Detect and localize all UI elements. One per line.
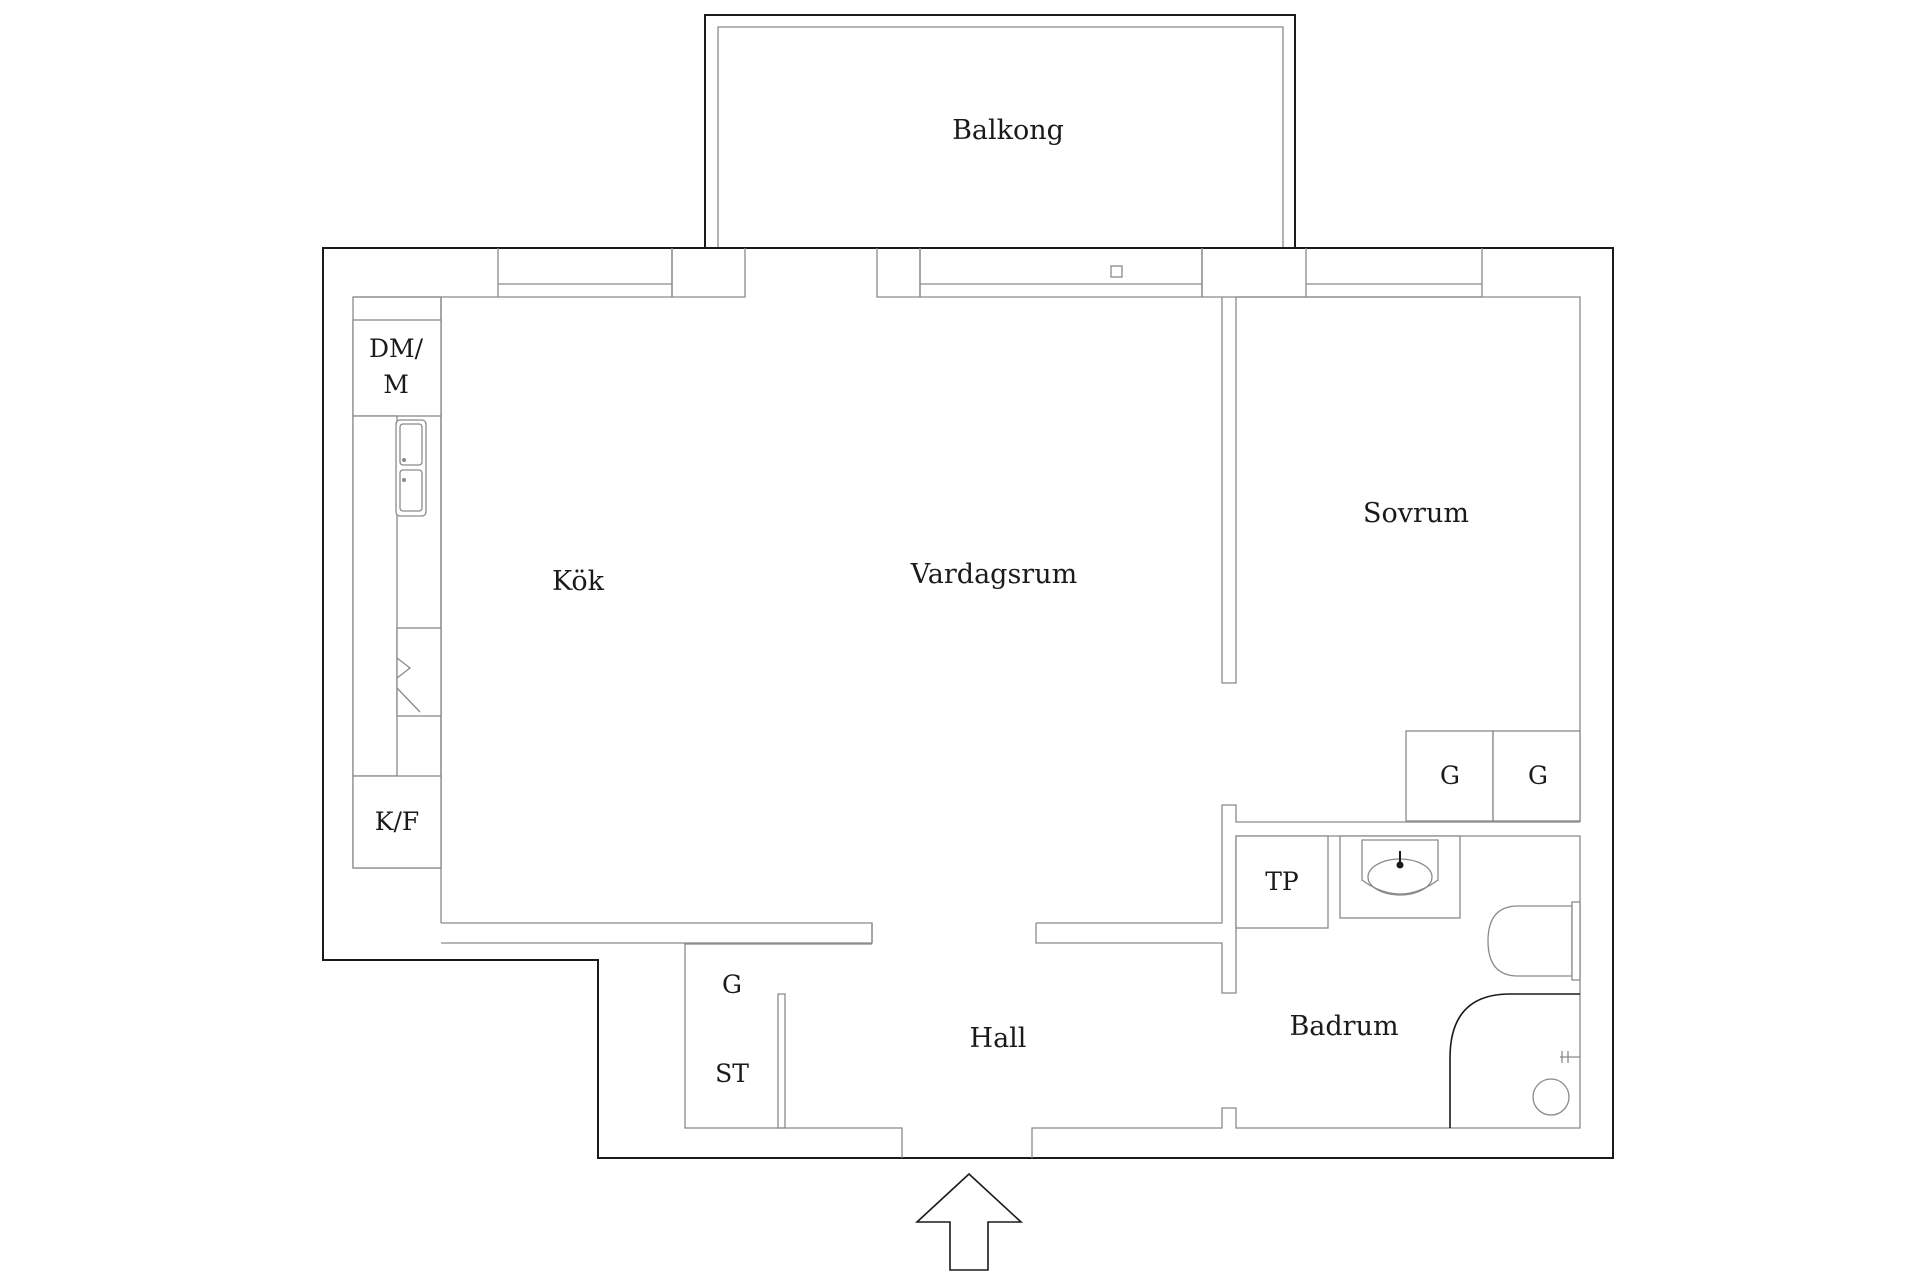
fixture-label-wardrobe-1: G xyxy=(1440,761,1460,790)
outer-wall xyxy=(322,247,1614,1159)
shower-icon xyxy=(1449,993,1580,1128)
room-label-balkong: Balkong xyxy=(952,115,1064,146)
windows xyxy=(497,248,1483,298)
room-label-hall: Hall xyxy=(970,1023,1027,1054)
bathroom-area xyxy=(1235,835,1461,929)
kitchen-area xyxy=(352,296,873,944)
interior-walls xyxy=(684,296,1581,1158)
balcony xyxy=(704,14,1296,248)
fixture-label-dm: DM/ xyxy=(369,334,424,363)
fixture-label-kf: K/F xyxy=(375,807,419,836)
entrance-arrow-icon xyxy=(914,1172,1024,1271)
bedroom-wardrobes xyxy=(1405,730,1581,822)
fixture-label-m: M xyxy=(383,370,409,399)
stove-icon xyxy=(396,627,442,717)
fixture-label-wardrobe-2: G xyxy=(1528,761,1548,790)
wash-basin-icon xyxy=(1361,839,1439,896)
room-label-sovrum: Sovrum xyxy=(1363,498,1469,529)
room-label-vardagsrum: Vardagsrum xyxy=(910,559,1077,590)
room-label-badrum: Badrum xyxy=(1289,1011,1398,1042)
toilet-icon xyxy=(1487,901,1581,981)
hall-storage xyxy=(777,993,786,1129)
kitchen-sink-icon xyxy=(395,419,427,517)
fixture-label-tp: TP xyxy=(1265,867,1299,896)
fixture-label-storage: ST xyxy=(715,1059,749,1088)
fixture-label-hall-wardrobe: G xyxy=(722,970,742,999)
room-label-kok: Kök xyxy=(552,566,605,597)
